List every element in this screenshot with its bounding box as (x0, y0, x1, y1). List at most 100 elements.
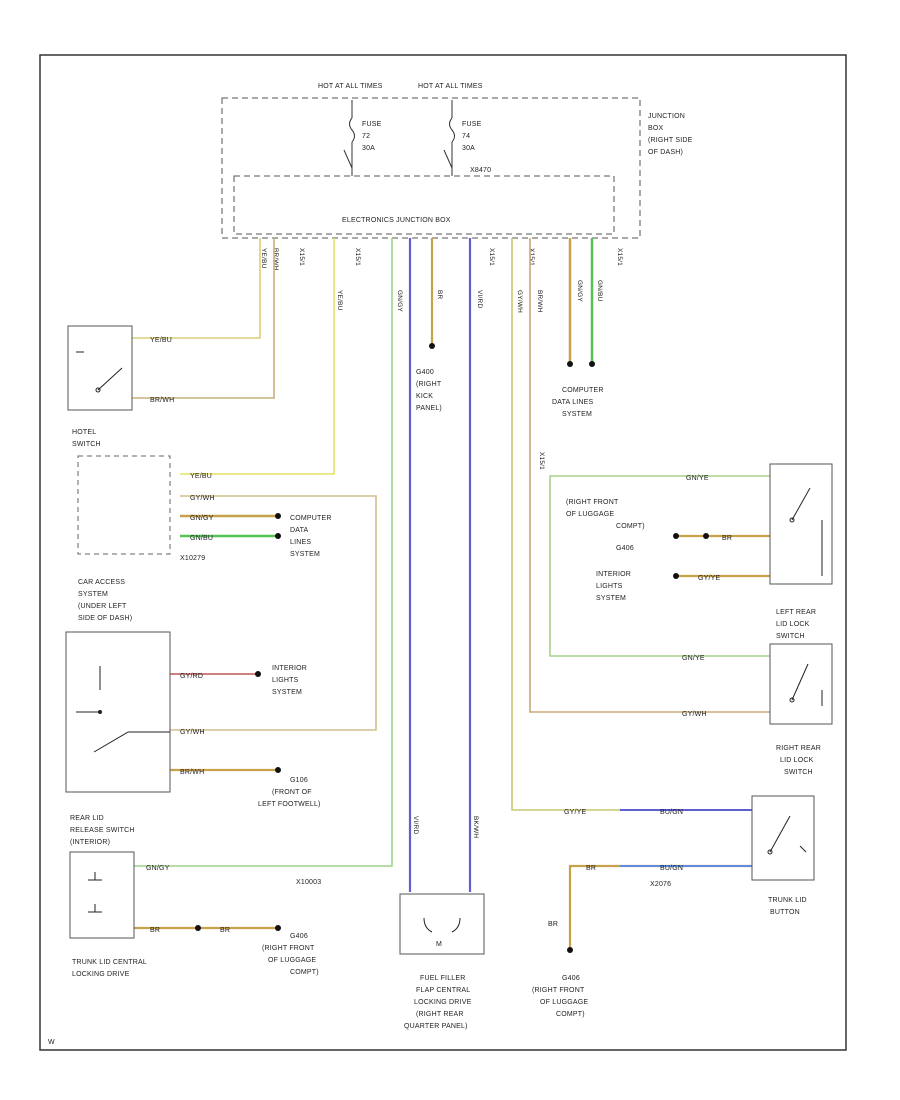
rls-wire: GN/GY (146, 865, 170, 872)
wire-tag: X15/1 (354, 248, 361, 266)
jb-connector-ref: X8470 (470, 167, 491, 174)
cd-mid-label-4: SYSTEM (290, 551, 320, 558)
tb-wire-2: BR (586, 865, 596, 872)
ff-caption-3: LOCKING DRIVE (414, 999, 472, 1006)
right-rear-lid-lock-switch: GN/YE GY/WH RIGHT REAR LID LOCK SWITCH (682, 643, 833, 776)
wire-tag: X15/1 (488, 248, 495, 266)
rls-gnd-wire-2: BR (220, 927, 230, 934)
cd-top-label-2: DATA LINES (552, 399, 594, 406)
cas-wire-2: GY/WH (180, 729, 205, 736)
tb-wire-1: GY/YE (564, 809, 587, 816)
jb-side-label-3: (RIGHT SIDE (648, 137, 693, 144)
cas-title-4: SIDE OF DASH) (78, 615, 132, 622)
cas-wire-1: GY/RD (180, 673, 203, 680)
rr-caption-1: RIGHT REAR (776, 745, 821, 752)
lr-gsrc-3: COMPT) (616, 523, 645, 530)
g400-label-3: KICK (416, 393, 433, 400)
lr-gsrc-1: (RIGHT FRONT (566, 499, 619, 506)
connector-dots (195, 343, 709, 953)
hotel-wire-4: GN/BU (190, 535, 213, 542)
wire-tag: BR (436, 290, 443, 300)
ff-wire-1: VI/RD (412, 816, 419, 834)
cas-dest-3: SYSTEM (272, 689, 302, 696)
tb-caption-2: BUTTON (770, 909, 800, 916)
fuse-1-label-1: FUSE (362, 121, 382, 128)
wire-tag: YE/BU (336, 290, 343, 311)
tb-wire-1b: BU/GN (660, 809, 683, 816)
lr-int-1: INTERIOR (596, 571, 631, 578)
wire-tag: GN/BU (596, 280, 603, 302)
lr-connector: X15/1 (538, 452, 545, 470)
bg-caption-4: COMPT) (556, 1011, 585, 1018)
footer-id: W (48, 1039, 55, 1046)
rls-title-2: RELEASE SWITCH (70, 827, 135, 834)
cas-title-2: SYSTEM (78, 591, 108, 598)
hotel-wire-3: GN/GY (190, 515, 214, 522)
tb-caption-1: TRUNK LID (768, 897, 807, 904)
wire-tag: BR/WH (272, 248, 279, 271)
hot-label-2: HOT AT ALL TIMES (418, 83, 483, 90)
top-switch-wire-1: YE/BU (150, 337, 172, 344)
fuse-1-label-3: 30A (362, 145, 375, 152)
wire-tag: GN/GY (576, 280, 583, 302)
cas-ground-1: G106 (290, 777, 308, 784)
ejb-label: ELECTRONICS JUNCTION BOX (342, 217, 451, 224)
ff-caption-4: (RIGHT REAR (416, 1011, 464, 1018)
top-switch-wire-2: BR/WH (150, 397, 174, 404)
fuel-filler-flap: VI/RD BK/WH M FUEL FILLER FLAP CENTRAL L… (399, 816, 485, 1030)
rls-caption-1: TRUNK LID CENTRAL (72, 959, 147, 966)
hotel-title-2: SWITCH (72, 441, 101, 448)
lr-wire-top: GN/YE (686, 475, 709, 482)
rls-ground-3: OF LUGGAGE (268, 957, 316, 964)
ff-wire-2: BK/WH (472, 816, 479, 838)
lr-int-3: SYSTEM (596, 595, 626, 602)
lr-wire-gnd: BR (722, 535, 732, 542)
rls-caption-2: LOCKING DRIVE (72, 971, 130, 978)
rr-caption-2: LID LOCK (780, 757, 814, 764)
jb-side-label-1: JUNCTION (648, 113, 685, 120)
bg-caption-2: (RIGHT FRONT (532, 987, 585, 994)
left-rear-lid-lock-switch: GN/YE (RIGHT FRONT OF LUGGAGE COMPT) G40… (538, 452, 833, 640)
cd-mid-label-3: LINES (290, 539, 311, 546)
cas-title-1: CAR ACCESS (78, 579, 125, 586)
car-access-system: CAR ACCESS SYSTEM (UNDER LEFT SIDE OF DA… (65, 579, 321, 808)
wires (132, 238, 770, 950)
trunk-lid-button: GY/YE BU/GN BR BU/GN X2076 TRUNK LID BUT… (564, 795, 815, 916)
ff-caption-5: QUARTER PANEL) (404, 1023, 468, 1030)
computer-data-mid: COMPUTER DATA LINES SYSTEM (290, 515, 332, 558)
rls-title-1: REAR LID (70, 815, 104, 822)
fuse-2-label-1: FUSE (462, 121, 482, 128)
wire-tag: GN/GY (396, 290, 403, 312)
fuse-2-label-2: 74 (462, 133, 470, 140)
bg-caption-3: OF LUGGAGE (540, 999, 588, 1006)
wire-tag: X15/1 (298, 248, 305, 266)
cas-dest-1: INTERIOR (272, 665, 307, 672)
lr-caption-1: LEFT REAR (776, 609, 816, 616)
cas-ground-2: (FRONT OF (272, 789, 312, 796)
cd-mid-label-2: DATA (290, 527, 309, 534)
rls-gnd-wire-1: BR (150, 927, 160, 934)
rr-caption-3: SWITCH (784, 769, 813, 776)
rls-ground-1: G406 (290, 933, 308, 940)
wire-tags: YE/BU BR/WH X15/1 X15/1 YE/BU GN/GY BR X… (260, 248, 623, 313)
ff-caption-1: FUEL FILLER (420, 975, 466, 982)
ff-caption-2: FLAP CENTRAL (416, 987, 470, 994)
rls-ground-4: COMPT) (290, 969, 319, 976)
hotel-connector: X10279 (180, 555, 205, 562)
junction-box: HOT AT ALL TIMES HOT AT ALL TIMES FUSE 7… (221, 83, 693, 239)
bottom-ground: BR G406 (RIGHT FRONT OF LUGGAGE COMPT) (532, 921, 588, 1018)
rr-wire-2: GY/WH (682, 711, 707, 718)
g400-label-4: PANEL) (416, 405, 442, 412)
lr-caption-2: LID LOCK (776, 621, 810, 628)
lr-wire-int: GY/YE (698, 575, 721, 582)
computer-data-top: COMPUTER DATA LINES SYSTEM (552, 387, 603, 418)
cas-ground-3: LEFT FOOTWELL) (258, 801, 321, 808)
cd-mid-label-1: COMPUTER (290, 515, 332, 522)
fuse-1-label-2: 72 (362, 133, 370, 140)
bg-wire: BR (548, 921, 558, 928)
hot-label-1: HOT AT ALL TIMES (318, 83, 383, 90)
jb-side-label-4: OF DASH) (648, 149, 683, 156)
hotel-title-1: HOTEL (72, 429, 96, 436)
ground-g400: G400 (RIGHT KICK PANEL) (416, 369, 442, 412)
